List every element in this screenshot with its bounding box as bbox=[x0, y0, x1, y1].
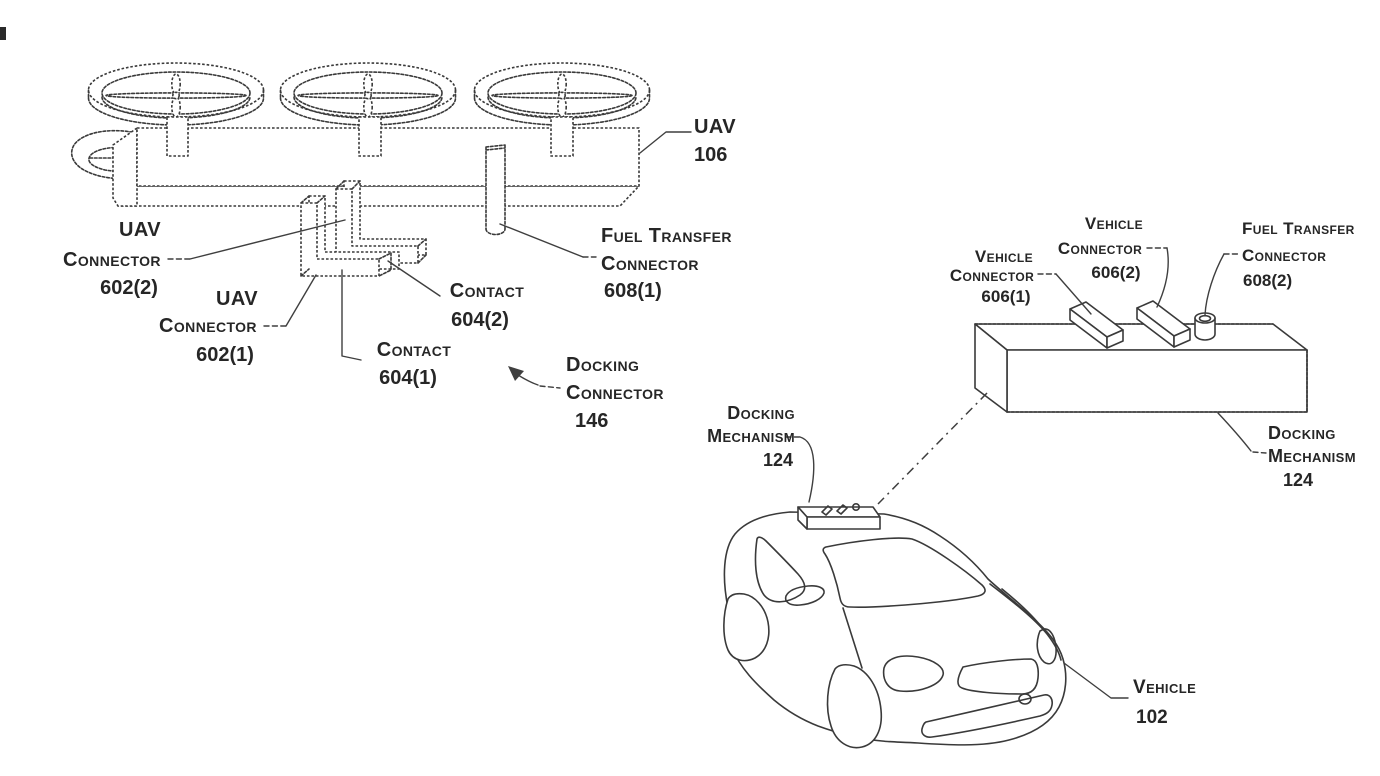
label-number: 102 bbox=[1136, 707, 1168, 728]
uav-rotor-2-icon bbox=[279, 62, 457, 126]
leader-602-2 bbox=[189, 219, 346, 260]
label-fuel-transfer-608-1: Fuel Transfer Connector 608(1) bbox=[601, 225, 732, 302]
label-text: Contact bbox=[450, 280, 525, 302]
label-uav-106: UAV 106 bbox=[694, 116, 736, 166]
label-text: Contact bbox=[377, 339, 452, 361]
label-contact-604-1: Contact 604(1) bbox=[377, 339, 452, 389]
vehicle-body bbox=[723, 511, 1067, 746]
vehicle-door-line bbox=[842, 607, 863, 669]
vehicle-headlight-right bbox=[1036, 628, 1057, 665]
leader-606-2 bbox=[1156, 247, 1169, 308]
fuel-transfer-connector-608-2 bbox=[1194, 312, 1216, 341]
magnification-line bbox=[877, 392, 988, 505]
label-text: Connector bbox=[159, 315, 257, 337]
vehicle-bumper-vent bbox=[921, 694, 1053, 738]
vehicle-front-wheel bbox=[826, 663, 883, 749]
label-number: 124 bbox=[763, 450, 793, 470]
labels: UAV 106 UAV Connector 602(2) UAV Connect… bbox=[63, 116, 1356, 728]
label-text: Fuel Transfer bbox=[601, 225, 732, 247]
leader-stub-mech-right bbox=[1252, 451, 1267, 454]
label-text: Connector bbox=[63, 249, 161, 271]
vehicle-windshield bbox=[822, 537, 986, 608]
label-text: Docking bbox=[727, 403, 795, 423]
vehicle-drawing bbox=[723, 502, 1067, 749]
label-text: Connector bbox=[566, 382, 664, 404]
label-docking-mechanism-left: Docking Mechanism 124 bbox=[707, 403, 795, 470]
rotor-strut-2 bbox=[358, 116, 382, 157]
vehicle-rear-wheel bbox=[723, 592, 770, 662]
label-text: UAV bbox=[694, 116, 736, 138]
label-number: 604(2) bbox=[451, 309, 509, 331]
label-number: 602(2) bbox=[100, 277, 158, 299]
vehicle-rear-window bbox=[754, 536, 806, 603]
docking-mechanism-detail bbox=[974, 300, 1308, 413]
label-number: 124 bbox=[1283, 470, 1313, 490]
label-number: 604(1) bbox=[379, 367, 437, 389]
label-number: 606(1) bbox=[981, 287, 1030, 306]
vehicle-side-mirror bbox=[784, 585, 825, 606]
leader-608-2 bbox=[1204, 253, 1225, 316]
label-number: 602(1) bbox=[196, 344, 254, 366]
label-vehicle-connector-606-2: Vehicle Connector 606(2) bbox=[1058, 214, 1143, 282]
label-text: Vehicle bbox=[1133, 677, 1196, 698]
roof-fuel-connector bbox=[851, 502, 860, 511]
vehicle-headlight-left bbox=[882, 655, 944, 693]
roof-connector-rails bbox=[821, 504, 848, 516]
label-text: Connector bbox=[1242, 246, 1326, 265]
vehicle-hood-crease-1 bbox=[989, 583, 1062, 661]
label-text: Mechanism bbox=[707, 426, 795, 446]
label-uav-connector-602-2: UAV Connector 602(2) bbox=[63, 219, 161, 299]
scan-artifact bbox=[0, 27, 6, 40]
label-number: 146 bbox=[575, 410, 608, 432]
label-fuel-transfer-608-2: Fuel Transfer Connector 608(2) bbox=[1242, 219, 1355, 290]
rotor-strut-3 bbox=[550, 116, 574, 157]
label-text: Docking bbox=[566, 354, 639, 376]
label-text: Connector bbox=[950, 266, 1034, 285]
rotor-strut-1 bbox=[166, 116, 189, 157]
arrowhead-146-icon bbox=[508, 366, 524, 381]
leader-mech-left bbox=[799, 436, 815, 503]
label-docking-connector-146: Docking Connector 146 bbox=[566, 354, 664, 432]
label-contact-604-2: Contact 604(2) bbox=[450, 280, 525, 331]
label-number: 608(2) bbox=[1243, 271, 1292, 290]
leader-146 bbox=[517, 374, 539, 386]
label-vehicle-connector-606-1: Vehicle Connector 606(1) bbox=[950, 247, 1034, 306]
leader-lines bbox=[167, 131, 1267, 699]
leader-stub-146 bbox=[539, 385, 561, 389]
label-text: UAV bbox=[119, 219, 161, 241]
label-text: UAV bbox=[216, 288, 258, 310]
uav-rotor-1-icon bbox=[87, 62, 265, 126]
leader-604-1 bbox=[341, 269, 362, 361]
leader-602-1 bbox=[285, 274, 317, 327]
leader-608-1 bbox=[499, 223, 584, 258]
uav-rotor-3-icon bbox=[473, 62, 651, 126]
vehicle-grille bbox=[957, 658, 1040, 695]
leader-vehicle-102 bbox=[1063, 662, 1129, 699]
leader-604-2 bbox=[387, 260, 441, 297]
label-text: Mechanism bbox=[1268, 446, 1356, 466]
vehicle-emblem bbox=[1018, 693, 1032, 705]
label-number: 606(2) bbox=[1091, 263, 1140, 282]
label-number: 608(1) bbox=[604, 280, 662, 302]
label-text: Fuel Transfer bbox=[1242, 219, 1355, 238]
fuel-transfer-connector-608-1 bbox=[485, 144, 506, 236]
label-text: Connector bbox=[601, 253, 699, 275]
vehicle-connector-606-1 bbox=[1069, 301, 1124, 349]
uav-drawing bbox=[70, 62, 651, 277]
label-text: Vehicle bbox=[1085, 214, 1143, 233]
label-docking-mechanism-right: Docking Mechanism 124 bbox=[1268, 423, 1356, 490]
label-text: Docking bbox=[1268, 423, 1336, 443]
vehicle-connector-606-2 bbox=[1136, 300, 1191, 348]
label-vehicle-102: Vehicle 102 bbox=[1133, 677, 1196, 728]
label-uav-connector-602-1: UAV Connector 602(1) bbox=[159, 288, 258, 366]
label-text: Vehicle bbox=[975, 247, 1033, 266]
leader-mech-right bbox=[1217, 412, 1252, 452]
vehicle-hood-crease-2 bbox=[1001, 588, 1044, 630]
leader-606-1 bbox=[1055, 273, 1092, 315]
roof-docking-mechanism-124 bbox=[797, 502, 881, 530]
leader-uav-106 bbox=[639, 131, 692, 154]
label-number: 106 bbox=[694, 144, 727, 166]
label-text: Connector bbox=[1058, 239, 1142, 258]
